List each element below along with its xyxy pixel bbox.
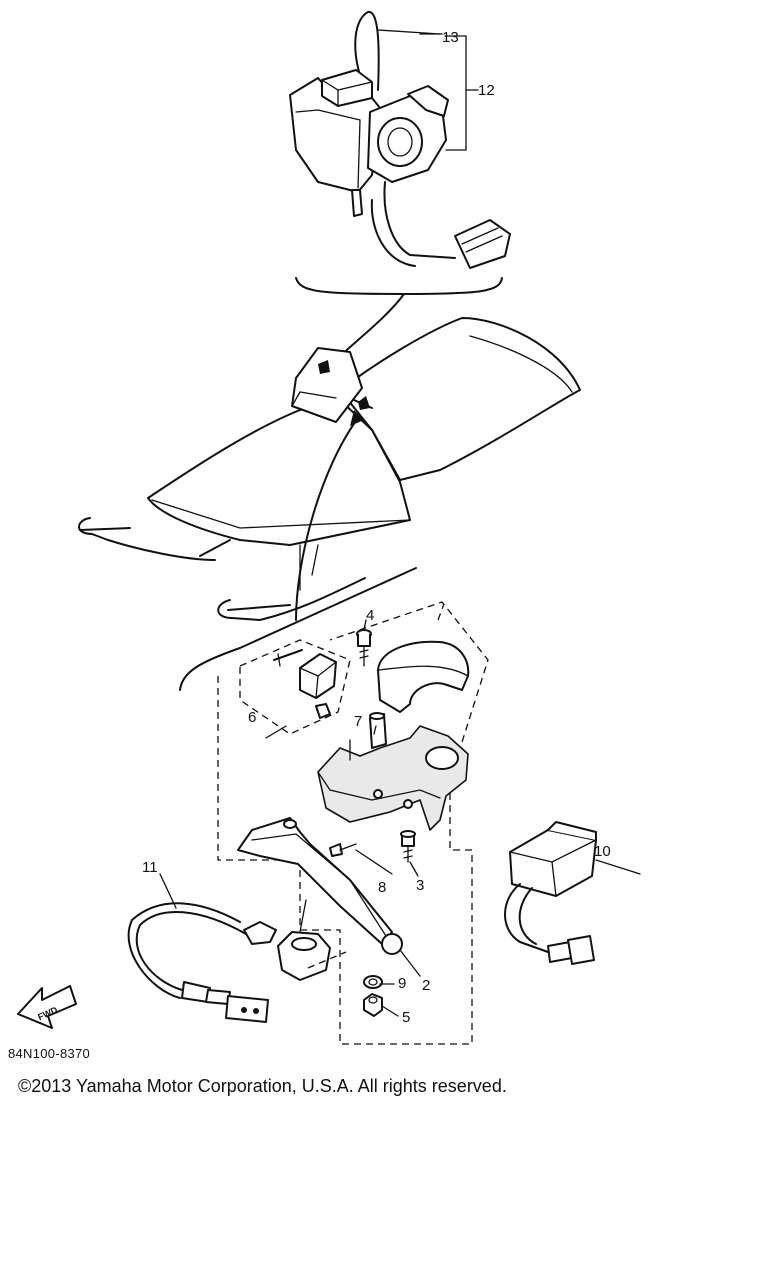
- part-6-switch-cover: [273, 649, 337, 719]
- snowmobile-illustration: [78, 317, 581, 621]
- detail-bracket-lower: [179, 567, 417, 691]
- part-10-module: [504, 821, 641, 965]
- part-2-brake-lever: [237, 817, 403, 955]
- throttle-switch-assembly: [289, 11, 511, 269]
- part-3-screw: [400, 830, 416, 863]
- callout-12: 12: [478, 82, 495, 99]
- callout-10: 10: [594, 843, 611, 860]
- part-1-brake-switch: [127, 899, 347, 1023]
- part-4-screw: [356, 619, 372, 667]
- part-8-bolt: [329, 843, 357, 857]
- callout-5: 5: [402, 1009, 410, 1026]
- lever-bracket: [317, 725, 469, 831]
- callout-13: 13: [442, 29, 459, 46]
- callout-7: 7: [354, 713, 362, 730]
- callout-4: 4: [366, 607, 374, 624]
- callout-3: 3: [416, 877, 424, 894]
- group-6-boundary: [239, 639, 351, 735]
- copyright-notice: ©2013 Yamaha Motor Corporation, U.S.A. A…: [18, 1076, 507, 1096]
- callout-2: 2: [422, 977, 430, 994]
- fwd-arrow-icon: FWD: [17, 985, 77, 1029]
- grip-cover: [377, 640, 470, 713]
- part-9-washer: [363, 975, 383, 989]
- callout-leaders: [159, 725, 421, 1017]
- exploded-parts-diagram: FWD 13 12 4 6 7 10 11 3 8 9 2 5: [17, 11, 641, 1045]
- callout-8: 8: [378, 879, 386, 896]
- leader-line-lower: [295, 417, 359, 621]
- detail-bracket-top: [295, 277, 503, 295]
- drawing-code: 84N100-8370: [8, 1046, 91, 1061]
- callout-6: 6: [248, 709, 256, 726]
- callout-11: 11: [142, 859, 158, 876]
- part-5-nut: [363, 993, 383, 1017]
- part-7-spacer: [369, 712, 387, 749]
- callout-9: 9: [398, 975, 406, 992]
